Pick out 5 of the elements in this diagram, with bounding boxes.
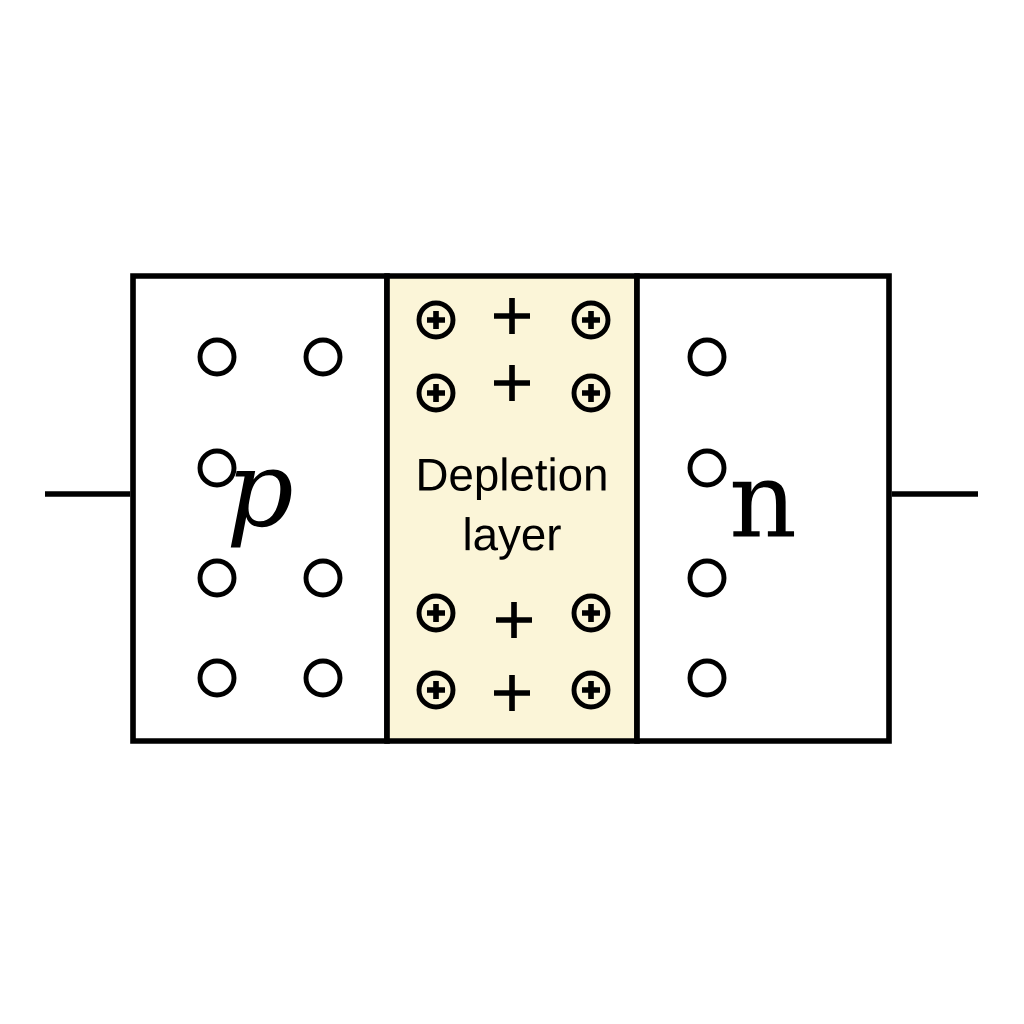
region-box: n — [634, 273, 892, 744]
region-box: p — [130, 273, 390, 744]
lead-wire — [45, 491, 131, 497]
region-box: Depletion layer — [384, 273, 640, 744]
lead-wire — [891, 491, 978, 497]
